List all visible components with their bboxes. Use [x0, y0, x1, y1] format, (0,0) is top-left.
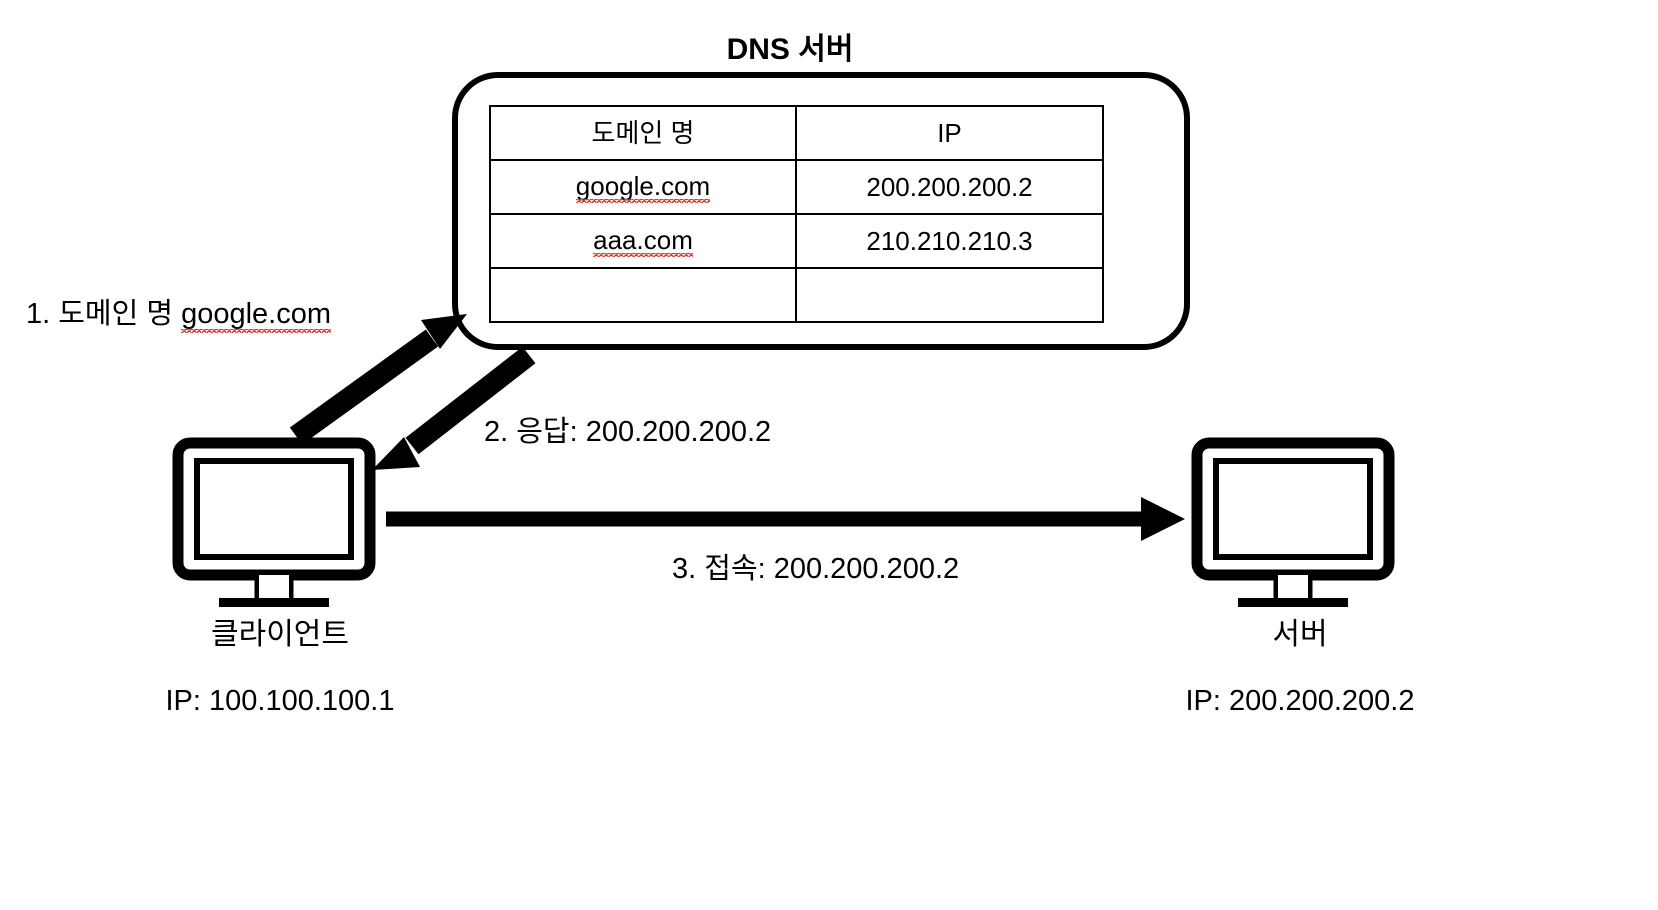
column-header-domain: 도메인 명 — [489, 105, 797, 161]
domain-value-misspelled: google.com — [575, 171, 711, 203]
cell-ip: 210.210.210.3 — [795, 213, 1104, 269]
server-ip-label: IP: 200.200.200.2 — [1185, 685, 1415, 717]
domain-value-misspelled: aaa.com — [593, 225, 693, 257]
cell-domain: google.com — [489, 159, 797, 215]
client-node-label: 클라이언트 — [211, 618, 349, 651]
client-ip-label: IP: 100.100.100.1 — [165, 685, 395, 717]
cell-domain — [489, 267, 797, 323]
dns-record-table: 도메인 명 IP google.com 200.200.200.2 aaa.co… — [489, 105, 1104, 323]
step-2-label: 2. 응답: 200.200.200.2 — [484, 416, 772, 448]
dns-server-title: DNS 서버 — [726, 33, 854, 66]
monitor-icon — [172, 437, 376, 607]
cell-ip — [795, 267, 1104, 323]
step-1-domain-misspelled: google.com — [181, 298, 332, 333]
table-row-empty — [489, 267, 1104, 323]
step-1-label: 1. 도메인 명 google.com — [26, 298, 332, 333]
server-node-label: 서버 — [1272, 618, 1328, 651]
monitor-icon — [1191, 437, 1395, 607]
arrow-client-to-server — [386, 497, 1185, 541]
table-row: aaa.com 210.210.210.3 — [489, 213, 1104, 269]
table-header-row: 도메인 명 IP — [489, 105, 1104, 161]
step-3-label: 3. 접속: 200.200.200.2 — [672, 553, 960, 585]
arrow-dns-to-client — [372, 346, 536, 470]
step-1-prefix: 1. 도메인 명 — [26, 298, 182, 330]
cell-domain: aaa.com — [489, 213, 797, 269]
cell-ip: 200.200.200.2 — [795, 159, 1104, 215]
column-header-ip: IP — [795, 105, 1104, 161]
table-row: google.com 200.200.200.2 — [489, 159, 1104, 215]
